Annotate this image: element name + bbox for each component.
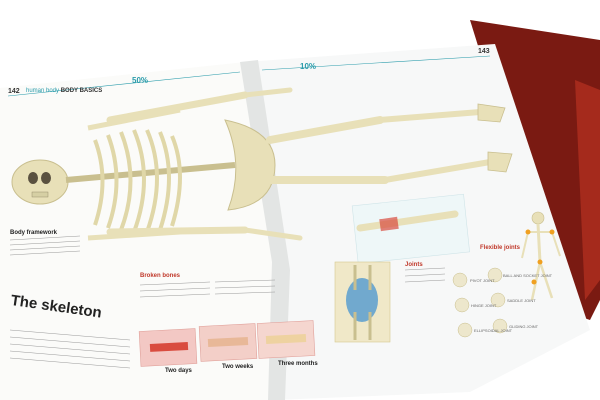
left-stat: 50% [132,76,148,85]
body-copy-lines [9,235,446,369]
healing-step-1: Two days [165,368,192,374]
broken-bones-heading: Broken bones [140,273,181,279]
eye-socket-left [28,172,38,184]
forearm-bottom [242,227,303,241]
knee-bones [353,265,372,340]
forearm-top [242,87,293,98]
joint-label-ellipsoidal: ELLIPSOIDAL JOINT [474,328,513,333]
knee-cartilage [346,278,378,322]
femur-top [266,116,384,144]
bone-healing-panels [138,320,316,367]
book-spine-edge [575,80,600,300]
left-header-rule [7,71,241,97]
bone-detail [356,210,459,232]
teeth [31,191,49,198]
foot-top [477,103,506,123]
pelvis [224,119,276,211]
rib-cage [93,129,182,233]
breadcrumb-section: BODY BASICS [60,88,103,94]
left-page-number: 142 [8,88,20,95]
bone-section-highlight [379,216,399,232]
right-page-number: 143 [478,48,490,55]
joint-label-pivot: PIVOT JOINT [470,278,495,283]
spine [65,162,236,183]
breadcrumb-book: human body [26,88,60,94]
small-skeleton-figure [521,211,561,301]
right-stat-value: 10% [300,62,317,71]
humerus-top [106,91,249,124]
bone-detail-panel [351,193,470,264]
joints-heading: Joints [405,262,423,268]
healing-step-3: Three months [278,361,318,367]
humerus-bottom [106,226,249,236]
joint-label-saddle: SADDLE JOINT [507,298,536,303]
tibia-top [377,109,483,123]
skeleton [11,87,513,241]
breadcrumb: human body BODY BASICS [26,88,102,94]
body-framework-heading: Body framework [10,230,58,236]
foot-bottom [487,151,513,173]
eye-socket-right [41,172,51,184]
flexible-joints-heading: Flexible joints [480,245,521,251]
tibia-bottom [382,159,493,183]
left-stat-value: 50% [132,76,149,85]
gutter-shadow [240,60,290,400]
joint-label-hinge: HINGE JOINT [471,303,497,308]
joint-label-gliding: GLIDING JOINT [509,324,539,329]
right-stat: 10% [300,62,316,71]
joint-type-icons [452,267,508,338]
right-header-rule [261,55,491,71]
joint-label-ball-socket: BALL AND SOCKET JOINT [503,273,553,278]
skull [11,159,69,205]
healing-step-2: Two weeks [222,364,254,370]
